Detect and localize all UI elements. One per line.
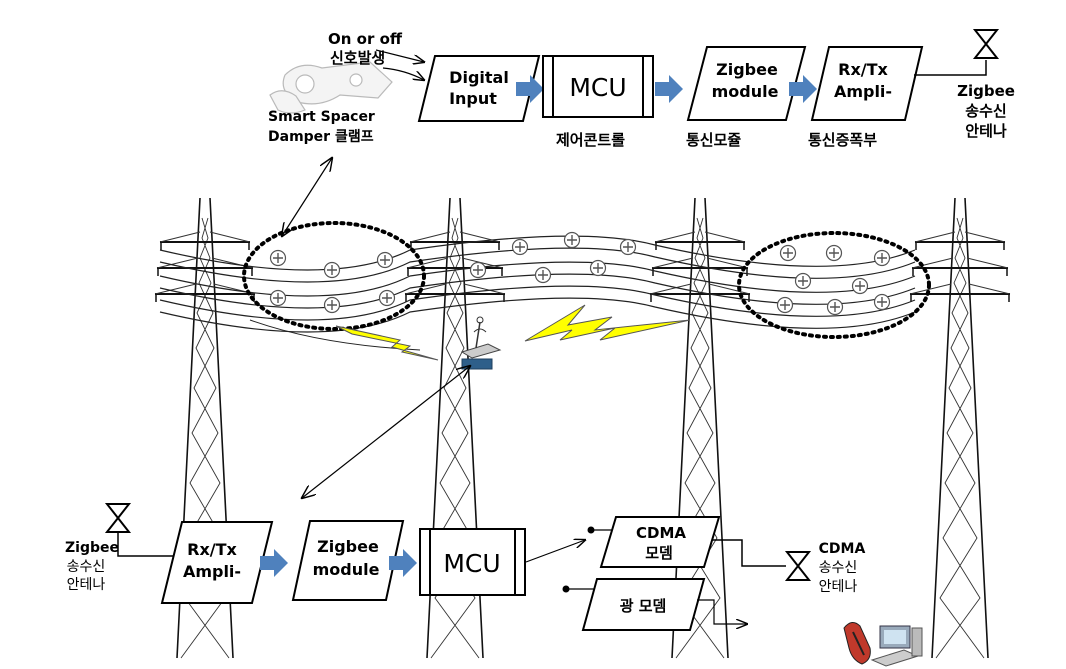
cdma-line2: 모뎀 <box>645 544 673 562</box>
amp-line1-top: Rx/Tx <box>838 60 888 79</box>
signal-arrow-1 <box>375 49 424 62</box>
cdma-antenna-line1: CDMA <box>819 541 866 557</box>
antenna-bottom-line2: 송수신 <box>67 559 106 575</box>
flow-arrow-top-1 <box>516 75 544 103</box>
digital-input-block: Digital Input <box>417 55 541 122</box>
optical-output-arrow <box>697 599 747 624</box>
optical-modem-label: 광 모뎀 <box>620 597 667 615</box>
computer-icon <box>870 625 923 667</box>
signal-arrow-2 <box>382 67 424 80</box>
flow-arrow-bottom-1 <box>260 549 288 577</box>
signal-label-line1: On or off <box>328 30 403 48</box>
zigbee-line1-top: Zigbee <box>716 60 778 79</box>
antenna-top-line2: 송수신 <box>965 102 1006 120</box>
lightning-bolt-icon <box>335 304 691 361</box>
conductor-lines <box>159 235 916 351</box>
amp-line2-top: Ampli- <box>834 82 892 101</box>
zigbee-module-block-top: Zigbee module <box>686 46 807 121</box>
mcu-to-modem-arrow <box>525 540 585 563</box>
rx-tx-amplifier-block-top: Rx/Tx Ampli- <box>810 46 924 121</box>
flow-arrow-top-3 <box>789 75 817 103</box>
tower-4 <box>909 197 1011 659</box>
phone-icon <box>843 622 871 665</box>
cdma-line1: CDMA <box>636 524 686 542</box>
digital-input-line1: Digital <box>449 68 509 87</box>
mcu-caption: 제어콘트롤 <box>556 131 625 149</box>
amp-line1-bottom: Rx/Tx <box>187 540 237 559</box>
cdma-antenna-feed <box>712 539 786 567</box>
antenna-bottom-line1: Zigbee <box>65 540 119 556</box>
antenna-feed-top <box>914 60 987 76</box>
rx-tx-amplifier-block-bottom: Rx/Tx Ampli- <box>160 521 274 604</box>
zigbee-line1-bottom: Zigbee <box>317 537 379 556</box>
optical-modem-block: 광 모뎀 <box>581 578 706 631</box>
antenna-bottom-line3: 안테나 <box>67 577 106 593</box>
mcu-label-bottom: MCU <box>443 549 500 578</box>
flow-arrow-top-2 <box>655 75 683 103</box>
amp-line2-bottom: Ampli- <box>183 562 241 581</box>
mcu-block-bottom: MCU <box>419 528 526 596</box>
zigbee-caption: 통신모쥴 <box>686 131 741 149</box>
wireless-repeater-icon <box>460 316 502 370</box>
repeater-link-arrow <box>302 366 470 498</box>
flow-arrow-bottom-2 <box>389 549 417 577</box>
cdma-modem-block: CDMA 모뎀 <box>599 516 721 568</box>
zigbee-module-block-bottom: Zigbee module <box>291 520 405 601</box>
cdma-antenna-line2: 송수신 <box>819 560 858 576</box>
antenna-top-line3: 안테나 <box>965 122 1007 140</box>
zigbee-line2-top: module <box>712 82 779 101</box>
antenna-top-line1: Zigbee <box>957 82 1015 100</box>
mcu-label-top: MCU <box>569 73 626 102</box>
antenna-feed-bottom <box>117 532 188 557</box>
amp-caption: 통신증폭부 <box>808 131 877 149</box>
signal-label-line2: 신호발생 <box>330 49 385 67</box>
cdma-antenna-line3: 안테나 <box>819 579 858 595</box>
digital-input-line2: Input <box>449 89 497 108</box>
zigbee-line2-bottom: module <box>313 560 380 579</box>
hourglass-antenna-icon <box>974 29 998 59</box>
spacer-link-arrow <box>282 158 332 236</box>
spacer-label-line1: Smart Spacer <box>268 109 375 125</box>
monitoring-zone-ellipses <box>242 221 931 339</box>
hourglass-antenna-icon <box>786 551 810 581</box>
spacer-label-line2: Damper 클램프 <box>268 128 374 145</box>
spacer-dampers <box>269 231 891 316</box>
spacer-damper-clamp-icon <box>269 61 393 114</box>
mcu-block-top: MCU <box>542 55 654 118</box>
hourglass-antenna-icon <box>106 503 130 533</box>
